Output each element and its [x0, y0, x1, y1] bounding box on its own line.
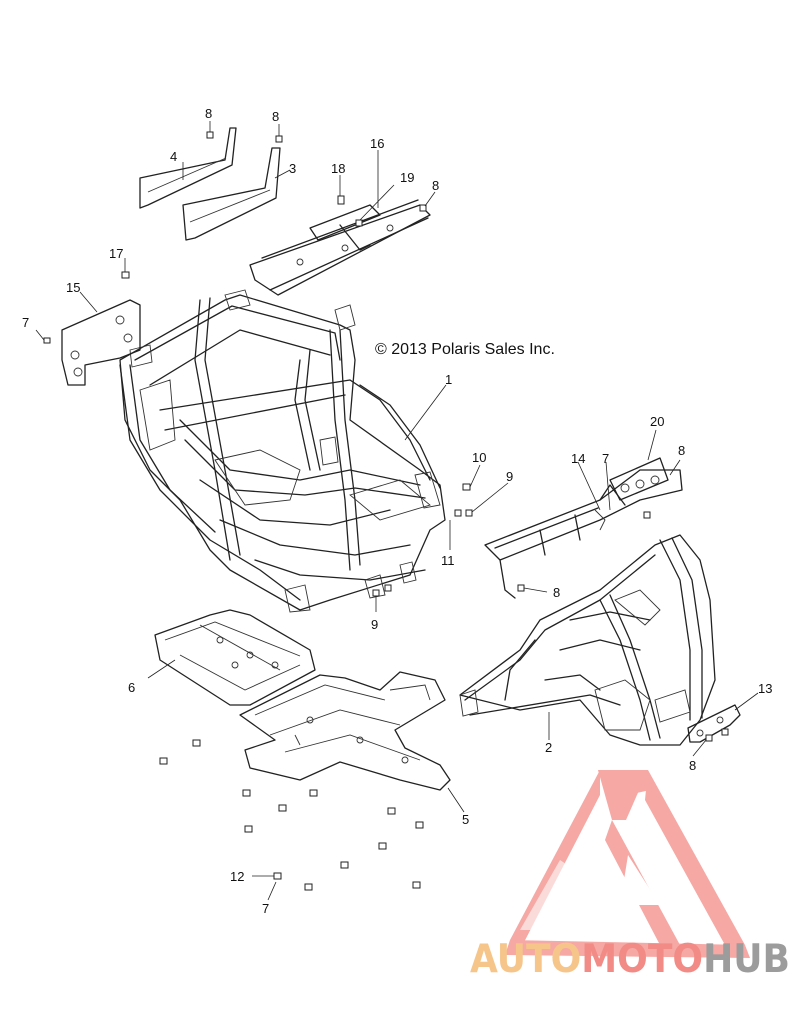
watermark-logo: [505, 770, 750, 958]
seat-bracket-right: [182, 147, 281, 241]
seat-bracket-left: [139, 127, 237, 209]
skid-plate-rear: [239, 671, 451, 791]
callout-11: 11: [441, 553, 455, 568]
front-bracket: [61, 299, 141, 386]
callout-14: 14: [571, 451, 585, 466]
callout-8: 8: [689, 758, 696, 773]
callout-7: 7: [22, 315, 29, 330]
callout-5: 5: [462, 812, 469, 827]
callout-18: 18: [331, 161, 345, 176]
callout-15: 15: [66, 280, 80, 295]
callout-1: 1: [445, 372, 452, 387]
callout-16: 16: [370, 136, 384, 151]
watermark-moto: MOTO: [581, 937, 703, 982]
callout-6: 6: [128, 680, 135, 695]
callout-8: 8: [205, 106, 212, 121]
callout-13: 13: [758, 681, 772, 696]
rear-frame: [459, 534, 716, 746]
callout-4: 4: [170, 149, 177, 164]
callout-12: 12: [230, 869, 244, 884]
callout-3: 3: [289, 161, 296, 176]
main-frame: [119, 289, 446, 613]
rear-mount-bracket: [687, 704, 741, 743]
watermark-auto: AUTO: [470, 937, 581, 982]
callout-10: 10: [472, 450, 486, 465]
copyright-notice: © 2013 Polaris Sales Inc.: [375, 341, 555, 358]
callout-8: 8: [678, 443, 685, 458]
hardware-fasteners: [43, 131, 729, 891]
callouts: 8 8 4 3 16 18 19 8 17 15 7 © 2013 Polari…: [22, 106, 772, 916]
watermark-text: AUTOMOTOHUB: [470, 937, 790, 982]
callout-7: 7: [602, 451, 609, 466]
callout-17: 17: [109, 246, 123, 261]
callout-20: 20: [650, 414, 664, 429]
rear-cross-member: [484, 457, 683, 599]
callout-8: 8: [553, 585, 560, 600]
callout-7: 7: [262, 901, 269, 916]
callout-9: 9: [506, 469, 513, 484]
callout-9: 9: [371, 617, 378, 632]
callout-2: 2: [545, 740, 552, 755]
callout-8: 8: [432, 178, 439, 193]
watermark-hub: HUB: [703, 937, 790, 982]
svg-text:AUTOMOTOHUB: AUTOMOTOHUB: [470, 937, 790, 982]
callout-19: 19: [400, 170, 414, 185]
skid-plate-front: [154, 609, 316, 706]
callout-8: 8: [272, 109, 279, 124]
leader-lines: [35, 121, 759, 901]
seat-rail-assembly: [249, 199, 431, 296]
